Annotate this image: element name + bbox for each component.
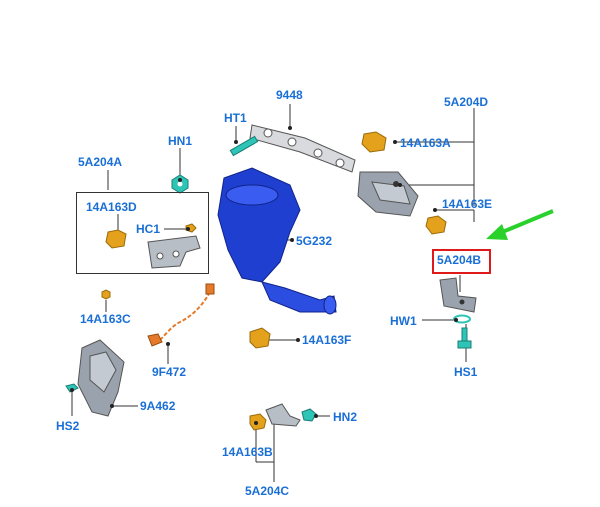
label-hc1[interactable]: HC1: [136, 222, 161, 236]
bracket-5a204c: [249, 403, 317, 431]
label-14a163b[interactable]: 14A163B: [222, 445, 273, 459]
nut-hn1: [171, 174, 189, 194]
catalytic-converter-5g232: [217, 167, 337, 315]
label-14a163e[interactable]: 14A163E: [442, 197, 493, 211]
connector-dots: [70, 126, 458, 425]
nut-14a163a: [361, 131, 387, 153]
label-14a163f[interactable]: 14A163F: [302, 333, 352, 347]
label-hs1[interactable]: HS1: [454, 365, 478, 379]
nut-14a163f: [249, 327, 271, 349]
green-arrow-icon: [486, 209, 554, 240]
leader-lines: [71, 104, 475, 482]
label-ht1[interactable]: HT1: [224, 111, 247, 125]
label-14a163c[interactable]: 14A163C: [80, 312, 131, 326]
sensor-9f472: [147, 283, 215, 347]
washer-hw1: [453, 314, 471, 324]
label-14a163d[interactable]: 14A163D: [86, 200, 137, 214]
label-5a204c[interactable]: 5A204C: [245, 484, 290, 498]
highlight-box-5a204b: [432, 249, 491, 274]
label-5a204b[interactable]: 5A204B: [437, 253, 482, 267]
label-5a204a[interactable]: 5A204A: [78, 155, 123, 169]
bracket-5a204d: [357, 171, 419, 217]
stud-ht1: [229, 135, 259, 157]
label-hw1[interactable]: HW1: [390, 314, 417, 328]
nut-14a163c: [101, 289, 111, 300]
label-hn1[interactable]: HN1: [168, 134, 193, 148]
gasket-9448: [249, 124, 356, 173]
label-5g232[interactable]: 5G232: [296, 234, 333, 248]
group-box-5a204a: [76, 192, 209, 274]
label-9a462[interactable]: 9A462: [140, 399, 176, 413]
label-hn2[interactable]: HN2: [333, 410, 358, 424]
bolt-hs1: [457, 327, 472, 349]
bracket-5a204b: [439, 277, 477, 313]
nut-14a163e: [425, 215, 447, 235]
heat-shield-9a462: [77, 339, 125, 417]
label-hs2[interactable]: HS2: [56, 419, 80, 433]
bracket-5a204a: [105, 223, 201, 269]
label-14a163a[interactable]: 14A163A: [400, 136, 451, 150]
label-9f472[interactable]: 9F472: [152, 365, 187, 379]
label-9448[interactable]: 9448: [276, 88, 303, 102]
label-5a204d[interactable]: 5A204D: [444, 95, 489, 109]
